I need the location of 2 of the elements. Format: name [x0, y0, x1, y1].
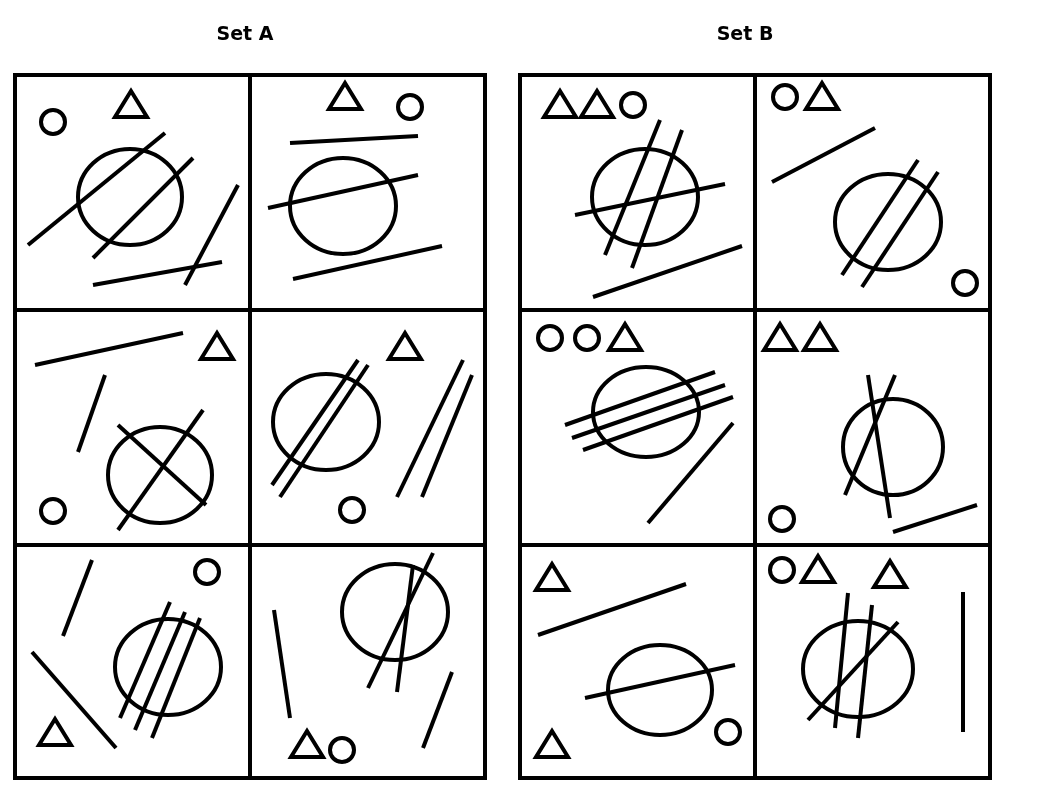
set-title: Set B [716, 22, 774, 44]
set-title: Set A [216, 22, 274, 44]
